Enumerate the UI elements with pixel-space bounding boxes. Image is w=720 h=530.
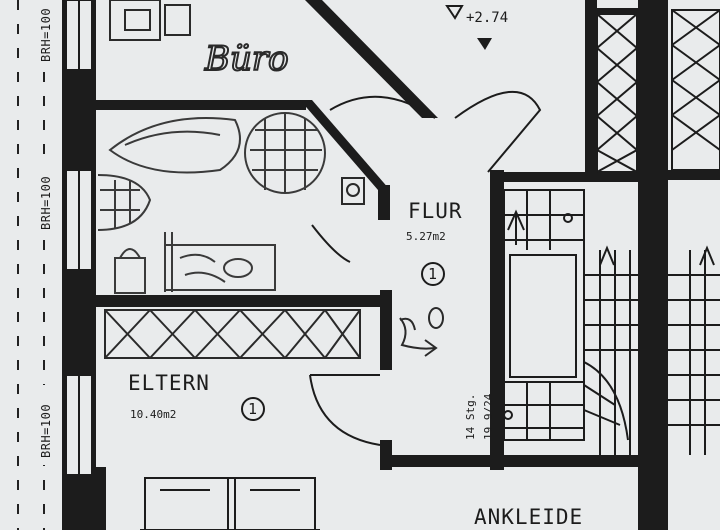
brh-backing-2 bbox=[36, 160, 54, 235]
flur-fixture bbox=[341, 177, 365, 205]
level-value: +2.74 bbox=[466, 10, 508, 26]
bathtub-sketch bbox=[108, 117, 241, 174]
staircase bbox=[503, 189, 720, 455]
bathroom-fixtures bbox=[97, 112, 326, 294]
hand-arrow bbox=[399, 307, 444, 357]
buero-furniture bbox=[109, 0, 191, 41]
shelf-crosses bbox=[596, 9, 720, 173]
room-name-flur: FLUR bbox=[408, 199, 463, 223]
room-marker-flur: 1 bbox=[428, 265, 437, 283]
room-marker-eltern: 1 bbox=[248, 400, 257, 418]
stair-steps: 14 Stg. bbox=[464, 394, 477, 440]
door-swings bbox=[309, 90, 542, 446]
level-marker bbox=[445, 5, 492, 50]
room-area-eltern: 10.40m2 bbox=[130, 408, 176, 421]
sill-height-label-3: BRH=100 bbox=[39, 404, 53, 458]
room-marker-eltern-circle bbox=[241, 397, 265, 421]
bottom-cabinets bbox=[140, 477, 320, 530]
room-area-flur: 5.27m2 bbox=[406, 230, 446, 243]
brh-backing-3 bbox=[36, 385, 54, 465]
wardrobe-crosses bbox=[104, 309, 361, 359]
toilet-sketch bbox=[114, 257, 146, 294]
room-name-eltern: ELTERN bbox=[128, 371, 210, 395]
room-marker-flur-circle bbox=[421, 262, 445, 286]
interior-walls bbox=[96, 0, 720, 530]
room-name-ankleide: ANKLEIDE bbox=[474, 505, 583, 529]
handwritten-buero-label: Büro bbox=[204, 39, 289, 79]
sill-height-label-2: BRH=100 bbox=[39, 176, 53, 230]
stair-ratio: 19.9/24 bbox=[482, 393, 495, 440]
corner-basin-sketch bbox=[97, 174, 152, 231]
brh-backing-1 bbox=[36, 0, 54, 70]
sill-height-label-1: BRH=100 bbox=[39, 8, 53, 62]
